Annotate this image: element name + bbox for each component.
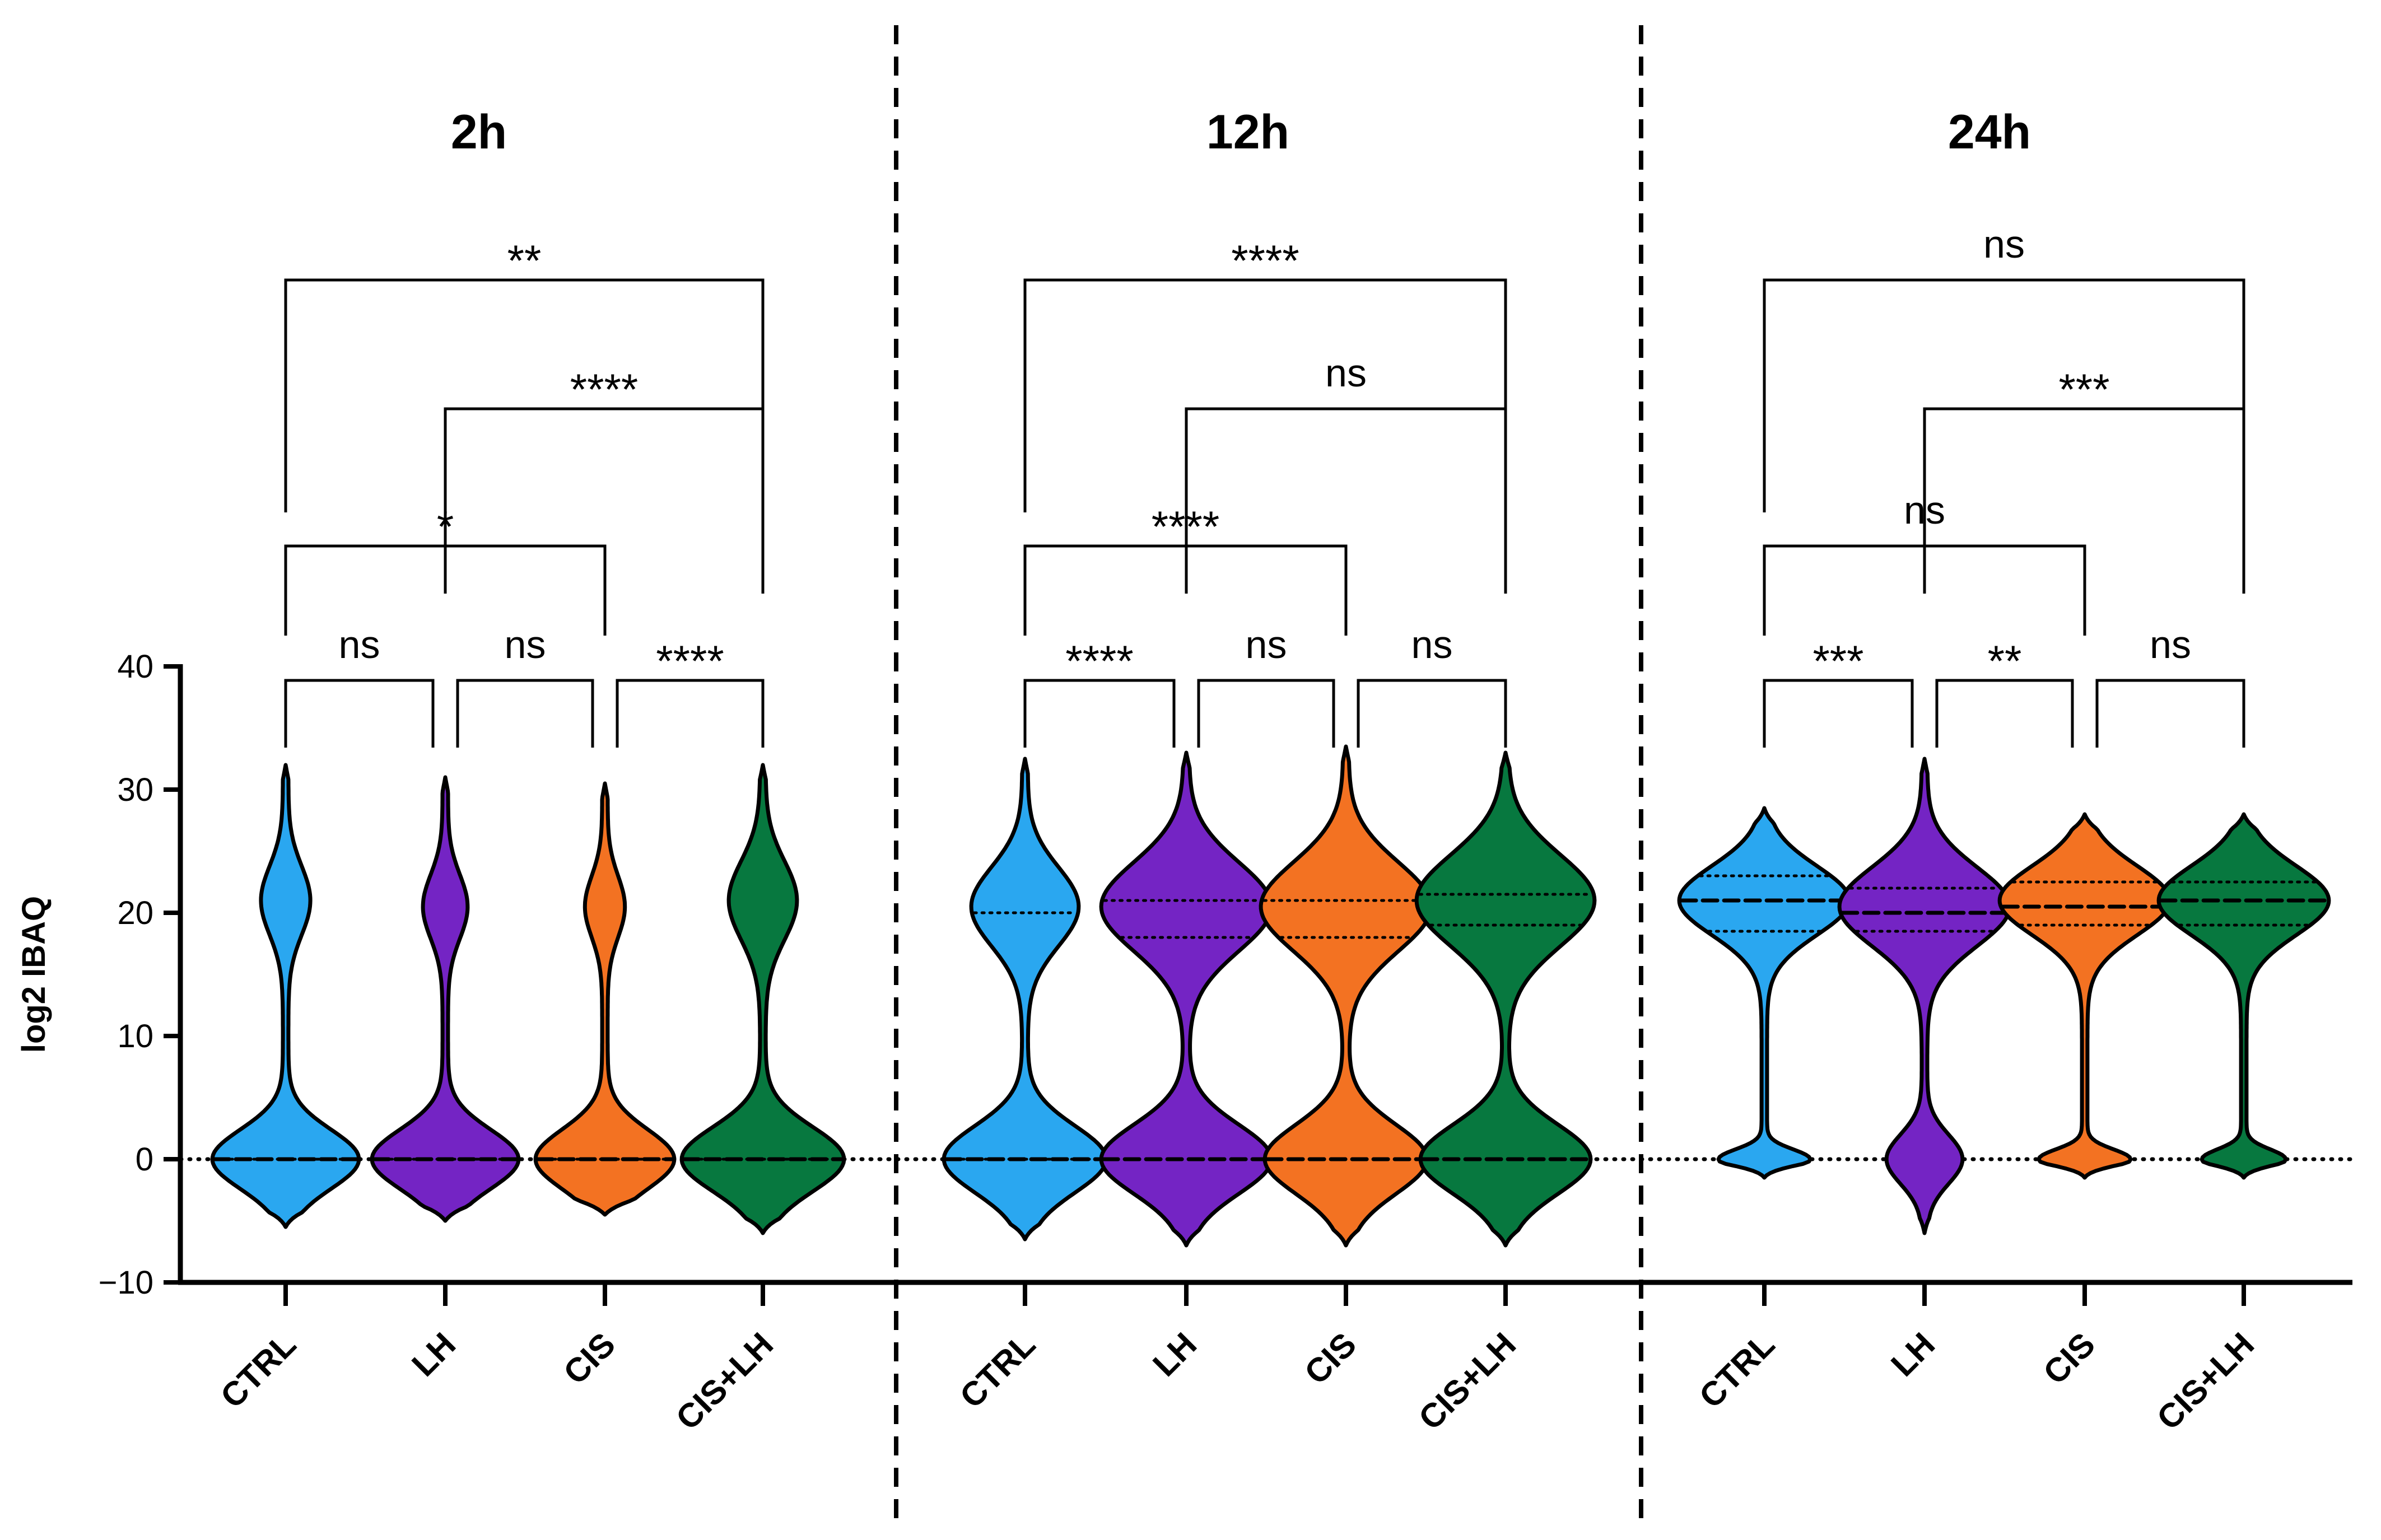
bracket-line — [1357, 679, 1507, 748]
y-tick-label: 0 — [136, 1141, 153, 1178]
violin-body — [2156, 812, 2331, 1180]
bracket-24h-ctrl-vs-cis-plus-lh: ns — [1763, 222, 2245, 512]
bracket-line — [1197, 679, 1335, 748]
significance-label: ns — [505, 623, 546, 666]
x-tick-label-12h-cis-plus-lh: CIS+LH — [1411, 1326, 1523, 1437]
violin-body — [1414, 750, 1597, 1248]
violin-2h-lh — [370, 775, 521, 1223]
x-tick-label-2h-lh: LH — [404, 1326, 463, 1384]
significance-label: **** — [1065, 636, 1133, 685]
y-tick-label: 10 — [117, 1018, 153, 1054]
significance-label: **** — [656, 636, 724, 685]
significance-label: **** — [570, 365, 638, 414]
x-tick-label-2h-ctrl: CTRL — [213, 1326, 303, 1415]
bracket-12h-ctrl-vs-lh: **** — [1023, 636, 1176, 748]
bracket-24h-ctrl-vs-lh: *** — [1763, 636, 1914, 748]
violin-body — [1259, 744, 1433, 1248]
bracket-2h-lh-vs-cis: ns — [456, 623, 594, 748]
violin-12h-lh — [1099, 750, 1274, 1248]
violin-body — [1997, 812, 2172, 1180]
significance-label: ns — [339, 623, 380, 666]
bracket-24h-lh-vs-cis: ** — [1935, 636, 2074, 748]
violin-body — [370, 775, 521, 1223]
y-tick-label: −10 — [99, 1264, 153, 1301]
panel-title-2h: 2h — [451, 105, 507, 159]
y-tick-label: 20 — [117, 895, 153, 931]
violin-12h-ctrl — [942, 757, 1108, 1242]
bracket-line — [616, 679, 765, 748]
violin-2h-cis-plus-lh — [679, 763, 846, 1235]
violin-24h-lh — [1837, 757, 2012, 1235]
violin-body — [1099, 750, 1274, 1248]
panel-titles: 2h 12h 24h — [451, 105, 2031, 159]
significance-label: ** — [1988, 636, 2022, 685]
significance-label: ns — [1411, 623, 1453, 666]
bracket-line — [284, 679, 435, 748]
violin-12h-cis-plus-lh — [1414, 750, 1597, 1248]
violin-2h-cis — [533, 781, 677, 1217]
significance-label: ** — [507, 236, 542, 285]
significance-label: *** — [1812, 636, 1863, 685]
bracket-12h-cis-vs-cis-plus-lh: ns — [1357, 623, 1507, 748]
bracket-line — [1023, 679, 1176, 748]
violin-body — [210, 763, 361, 1229]
significance-label: ns — [1246, 623, 1287, 666]
panel-title-24h: 24h — [1948, 105, 2031, 159]
violin-body — [1677, 806, 1852, 1180]
x-tick-label-24h-cis: CIS — [2036, 1326, 2102, 1392]
violin-24h-cis-plus-lh — [2156, 812, 2331, 1180]
significance-label: ns — [2150, 623, 2191, 666]
violin-24h-ctrl — [1677, 806, 1852, 1180]
x-tick-labels: CTRL LH CIS CIS+LH CTRL LH CIS CIS+LH CTRL LH CIS C… — [213, 1282, 2261, 1437]
violin-2h-ctrl — [210, 763, 361, 1229]
x-tick-label-12h-ctrl: CTRL — [953, 1326, 1042, 1415]
bracket-12h-lh-vs-cis: ns — [1197, 623, 1335, 748]
y-axis-label: log2 IBAQ — [16, 896, 52, 1053]
bracket-24h-cis-vs-cis-plus-lh: ns — [2095, 623, 2245, 748]
x-tick-label-2h-cis-plus-lh: CIS+LH — [669, 1326, 780, 1437]
bracket-line — [1935, 679, 2074, 748]
violin-body — [533, 781, 677, 1217]
panel-title-12h: 12h — [1206, 105, 1289, 159]
bracket-line — [456, 679, 594, 748]
bracket-line — [1023, 278, 1507, 512]
significance-label: **** — [1231, 236, 1299, 285]
y-tick-label: 30 — [117, 772, 153, 808]
violin-body — [679, 763, 846, 1235]
x-tick-label-2h-cis: CIS — [556, 1326, 622, 1392]
axes: log2 IBAQ 40 30 20 10 0 −10 — [16, 648, 2352, 1301]
x-tick-label-12h-lh: LH — [1145, 1326, 1204, 1384]
bracket-2h-ctrl-vs-cis-plus-lh: ** — [284, 236, 765, 512]
violin-12h-cis — [1259, 744, 1433, 1248]
violin-24h-cis — [1997, 812, 2172, 1180]
bracket-line — [1763, 679, 1914, 748]
x-tick-label-24h-ctrl: CTRL — [1692, 1326, 1782, 1415]
bracket-12h-ctrl-vs-cis-plus-lh: **** — [1023, 236, 1507, 512]
bracket-2h-ctrl-vs-lh: ns — [284, 623, 435, 748]
bracket-2h-cis-vs-cis-plus-lh: **** — [616, 636, 765, 748]
bracket-line — [1763, 278, 2245, 512]
x-tick-label-24h-cis-plus-lh: CIS+LH — [2150, 1326, 2261, 1437]
x-tick-label-24h-lh: LH — [1884, 1326, 1942, 1384]
violin-body — [1837, 757, 2012, 1235]
significance-label: ns — [1325, 351, 1367, 395]
violins — [210, 744, 2331, 1248]
significance-label: ns — [1983, 222, 2025, 266]
violin-body — [942, 757, 1108, 1242]
bracket-line — [2095, 679, 2245, 748]
bracket-line — [284, 278, 765, 512]
y-tick-label: 40 — [117, 648, 153, 685]
x-tick-label-12h-cis: CIS — [1297, 1326, 1363, 1392]
significance-label: *** — [2058, 365, 2109, 414]
